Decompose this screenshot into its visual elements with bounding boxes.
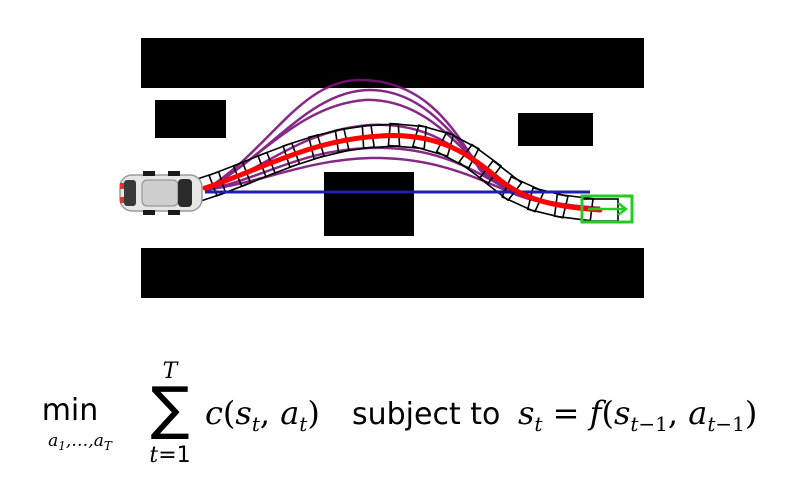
car-icon <box>119 171 203 215</box>
sum-lower-limit: t=1 <box>149 443 190 468</box>
dynamics-constraint: st = f(st−1, at−1) <box>518 394 757 436</box>
sum-upper-limit: T <box>163 359 180 384</box>
min-subscript: a1,…,aT <box>48 431 113 453</box>
obstacle-left <box>155 100 226 138</box>
optimized-trajectory <box>202 133 603 213</box>
min-operator: min <box>42 393 99 428</box>
bottom-wall <box>141 248 644 298</box>
top-wall <box>141 38 644 88</box>
obstacle-center <box>324 172 414 236</box>
obstacle-right <box>518 113 593 146</box>
sum-symbol: ∑ <box>150 374 189 442</box>
goal-arrow-icon <box>580 194 634 224</box>
subject-to-text: subject to <box>352 397 500 432</box>
objective-formula: min a1,…,aT T ∑ t=1 c(st, at) subject to… <box>42 359 758 468</box>
cost-term: c(st, at) <box>205 394 320 436</box>
trajectory-diagram <box>119 38 644 298</box>
